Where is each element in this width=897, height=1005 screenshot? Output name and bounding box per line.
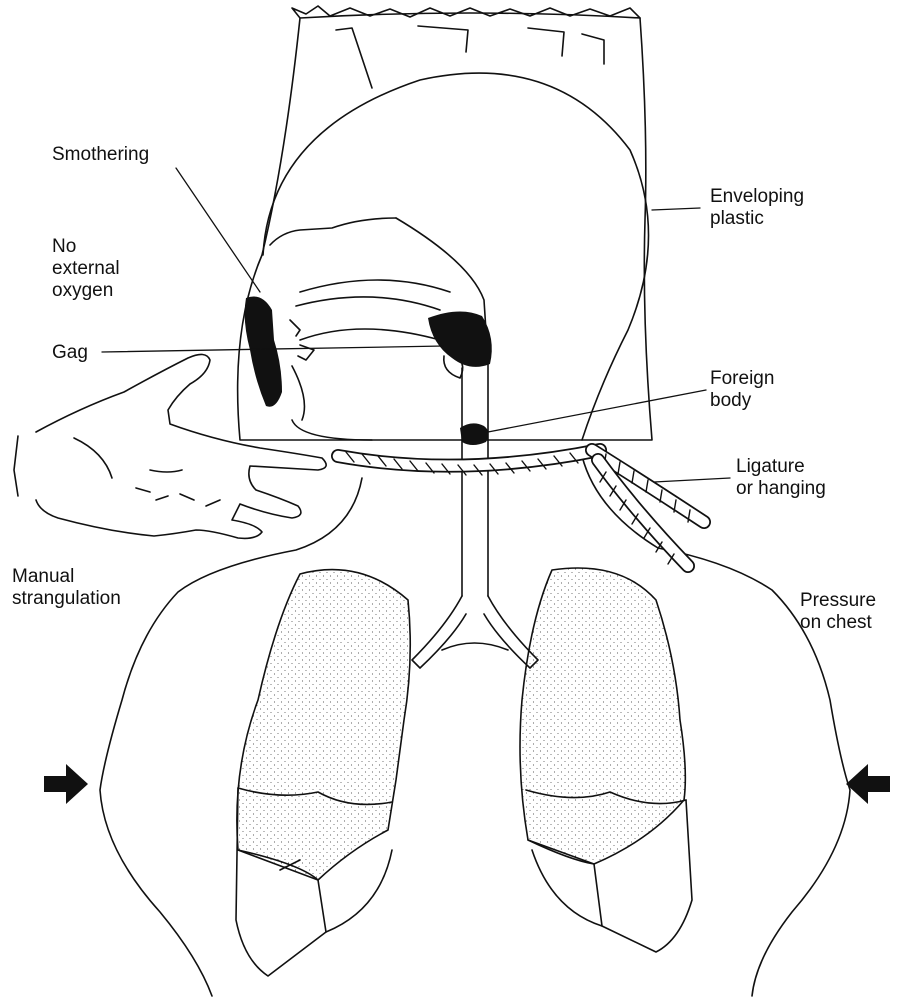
lung-left (236, 570, 410, 976)
label-no-external-oxygen: No external oxygen (52, 236, 120, 302)
label-gag: Gag (52, 342, 88, 364)
label-pressure-on-chest-line1: Pressure (800, 590, 876, 612)
label-manual-strangulation-line1: Manual (12, 566, 121, 588)
label-ligature-line2: or hanging (736, 478, 826, 500)
lung-right (520, 568, 692, 952)
label-ligature: Ligature or hanging (736, 456, 826, 500)
neck-trachea (412, 440, 538, 668)
label-enveloping-plastic: Enveloping plastic (710, 186, 804, 230)
plastic-bag (238, 6, 652, 440)
label-foreign-body-line1: Foreign (710, 368, 774, 390)
label-ligature-line1: Ligature (736, 456, 826, 478)
smothering-leader (176, 168, 260, 292)
label-no-external-oxygen-line1: No (52, 236, 120, 258)
label-enveloping-plastic-line2: plastic (710, 208, 804, 230)
right-arrow-icon (44, 764, 88, 804)
label-foreign-body-line2: body (710, 390, 774, 412)
label-enveloping-plastic-line1: Enveloping (710, 186, 804, 208)
label-manual-strangulation: Manual strangulation (12, 566, 121, 610)
label-pressure-on-chest-line2: on chest (800, 612, 876, 634)
label-manual-strangulation-line2: strangulation (12, 588, 121, 610)
label-foreign-body: Foreign body (710, 368, 774, 412)
label-no-external-oxygen-line2: external (52, 258, 120, 280)
label-pressure-on-chest: Pressure on chest (800, 590, 876, 634)
left-arrow-icon (846, 764, 890, 804)
ligature-leader (654, 478, 730, 482)
foreign-body-blob (460, 423, 489, 445)
label-smothering: Smothering (52, 144, 149, 166)
torso-outline (100, 456, 850, 996)
enveloping-plastic-leader (652, 208, 700, 210)
pressure-arrows (44, 764, 890, 804)
label-no-external-oxygen-line3: oxygen (52, 280, 120, 302)
rope-icon (338, 450, 704, 566)
